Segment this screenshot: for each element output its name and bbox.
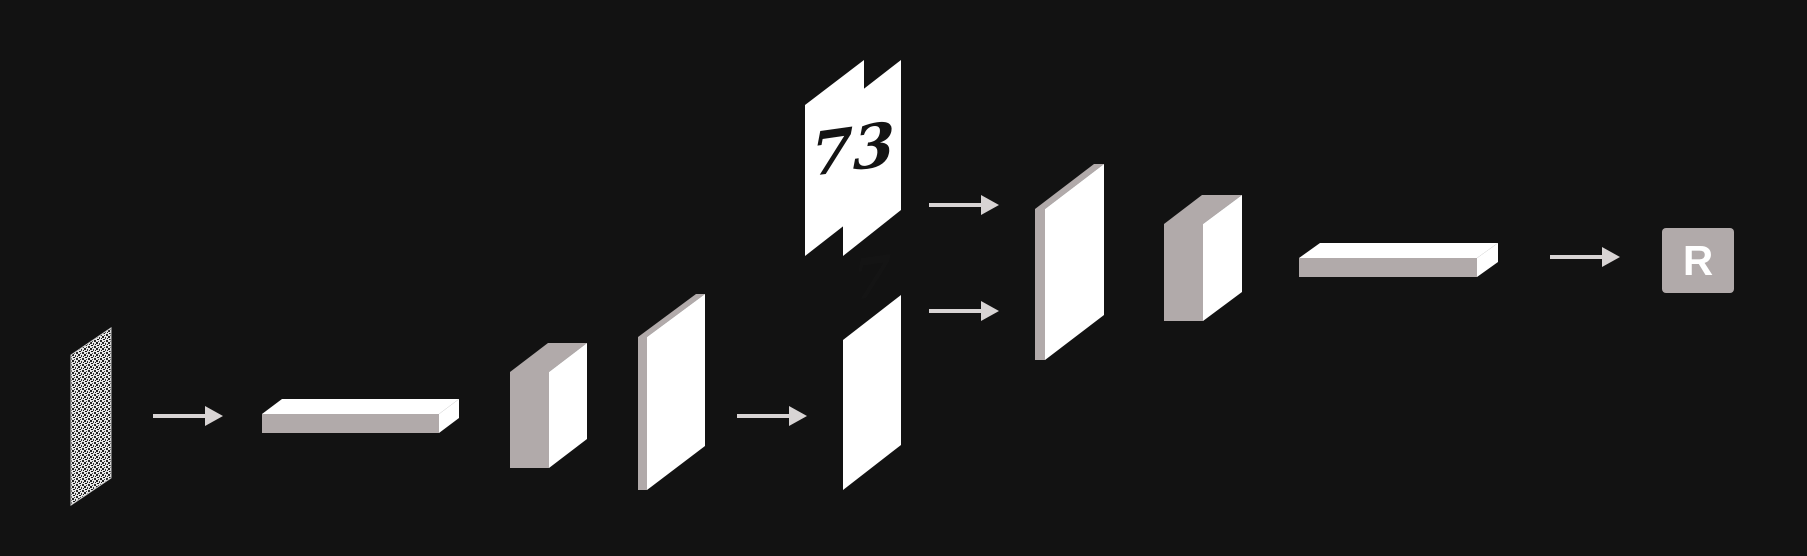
real-digits: 73 [811, 109, 894, 191]
noise-input [70, 327, 112, 506]
arrow-generator-to-image [737, 406, 807, 426]
arrow-to-output [1550, 247, 1620, 267]
generator-reshape-block [510, 343, 587, 468]
generated-digit: 7 [853, 243, 892, 314]
arrow-fake-to-discriminator [929, 301, 999, 321]
generated-image: 7 [843, 243, 901, 490]
discriminator-conv-layer [1035, 164, 1104, 360]
output-label: R [1683, 237, 1713, 284]
discriminator-pool-block [1164, 195, 1242, 321]
arrow-noise-to-dense [153, 406, 223, 426]
real-images-stack: 73 [805, 60, 901, 256]
arrow-real-to-discriminator [929, 195, 999, 215]
output-badge: R [1662, 228, 1734, 293]
generator-dense-layer [262, 399, 459, 433]
generator-conv-layer [638, 294, 705, 490]
discriminator-dense-layer [1299, 243, 1498, 277]
